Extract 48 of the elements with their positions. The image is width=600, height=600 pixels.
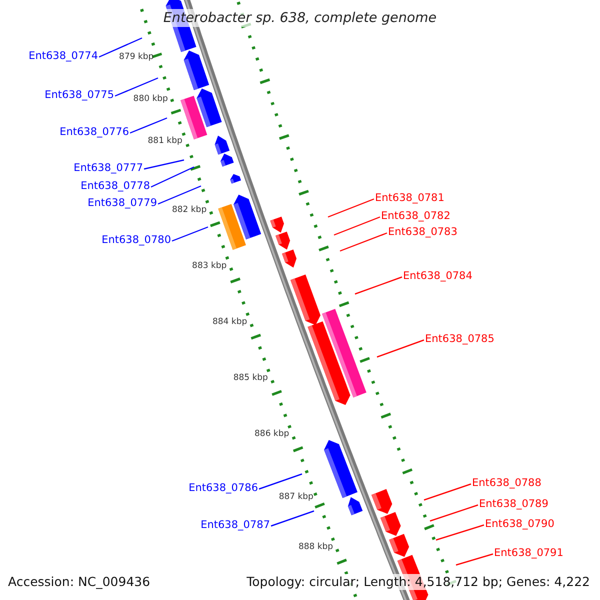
leader-line [354,276,402,295]
scale-label: 881 kbp [148,136,182,146]
leader-line [328,198,374,218]
gene-label: Ent638_0790 [485,518,554,530]
gene-label: Ent638_0789 [479,498,548,510]
leader-line [172,226,208,242]
leader-line [456,553,494,566]
leader-line [144,159,184,170]
accession-text: Accession: NC_009436 [6,574,152,590]
leader-line [424,483,472,501]
gene-label: Ent638_0778 [80,180,150,192]
gene-label: Ent638_0780 [102,234,171,246]
scale-label: 888 kbp [298,542,334,552]
leader-line [158,185,202,205]
scale-label: 885 kbp [233,374,268,382]
gene-label: Ent638_0782 [381,210,450,222]
gene-label: Ent638_0774 [28,50,98,62]
leader-line [130,117,168,134]
genome-summary: Topology: circular; Length: 4,518,712 bp; Genes: 4,222 [244,574,592,590]
scale-label: 887 kbp [278,492,314,502]
scale-label: 886 kbp [254,430,290,438]
gene-label: Ent638_0787 [200,520,270,530]
leader-line [430,504,478,522]
leader-line [436,524,484,541]
leader-line [340,232,388,252]
leader-line [376,339,424,358]
gene-label: Ent638_0786 [188,482,258,494]
leader-line [258,473,302,490]
leader-line [150,166,194,188]
scale-label: 879 kbp [119,52,154,62]
leader-line [270,510,314,527]
gene-label: Ent638_0784 [403,270,472,282]
gene-label: Ent638_0781 [375,192,444,204]
gene-label: Ent638_0791 [494,548,564,558]
gene-label: Ent638_0776 [60,126,129,138]
gene-label: Ent638_0775 [44,90,114,100]
scale-label: 884 kbp [212,318,248,326]
gene-label: Ent638_0788 [472,478,542,488]
scale-label: 880 kbp [133,94,168,104]
leader-line [114,77,158,97]
leader-line [334,216,380,236]
gene-label: Ent638_0777 [74,162,143,174]
gene-label: Ent638_0783 [388,226,458,238]
scale-label: 882 kbp [172,206,207,214]
gene-label: Ent638_0779 [88,198,157,208]
gene-label: Ent638_0785 [425,334,494,344]
scale-label: 883 kbp [192,262,227,270]
leader-line [98,37,142,58]
